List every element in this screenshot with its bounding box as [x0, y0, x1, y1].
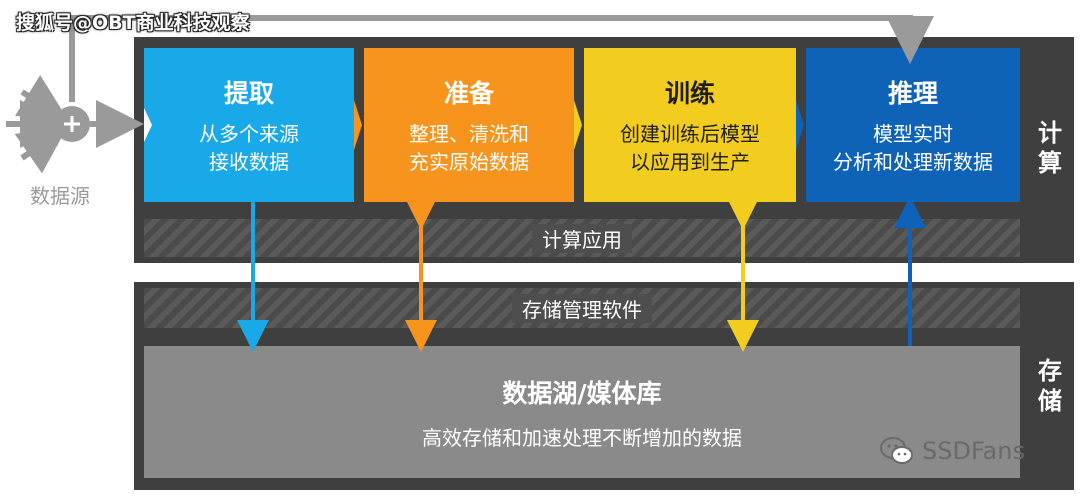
data-source-icon	[6, 74, 144, 174]
stage-title: 推理	[887, 79, 938, 108]
brand: SSDFans	[880, 436, 1025, 466]
data-lake-title: 数据湖/媒体库	[502, 378, 662, 408]
compute-app-label: 计算应用	[532, 223, 632, 253]
data-lake-box: 数据湖/媒体库 高效存储和加速处理不断增加的数据	[144, 346, 1020, 478]
stage-title: 训练	[664, 79, 715, 108]
stage-desc: 模型实时 分析和处理新数据	[833, 122, 993, 174]
stage-desc: 整理、清洗和 充实原始数据	[409, 122, 529, 174]
storage-side-label: 存 储	[1038, 357, 1062, 415]
stage-prepare: 准备 整理、清洗和 充实原始数据	[364, 48, 574, 202]
storage-mgmt-label: 存储管理软件	[512, 293, 652, 323]
stage-title: 提取	[223, 79, 274, 108]
storage-mgmt-bar: 存储管理软件	[144, 288, 1020, 328]
data-lake-desc: 高效存储和加速处理不断增加的数据	[422, 425, 742, 450]
compute-side-label: 计 算	[1038, 119, 1062, 177]
stage-title: 准备	[443, 79, 494, 108]
stage-chevrons	[144, 100, 804, 150]
data-source-label: 数据源	[30, 184, 90, 208]
stage-desc: 创建训练后模型 以应用到生产	[620, 122, 760, 174]
wechat-icon	[880, 437, 913, 464]
stage-desc: 从多个来源 接收数据	[199, 122, 299, 174]
stage-inference: 推理 模型实时 分析和处理新数据	[806, 48, 1020, 202]
stage-extract: 提取 从多个来源 接收数据	[144, 48, 354, 202]
compute-app-bar: 计算应用	[144, 219, 1020, 257]
stage-train: 训练 创建训练后模型 以应用到生产	[584, 48, 796, 202]
brand-name: SSDFans	[922, 437, 1025, 465]
watermark: 搜狐号@OBT商业科技观察	[16, 12, 250, 34]
feedback-loop-arrow	[69, 15, 934, 102]
